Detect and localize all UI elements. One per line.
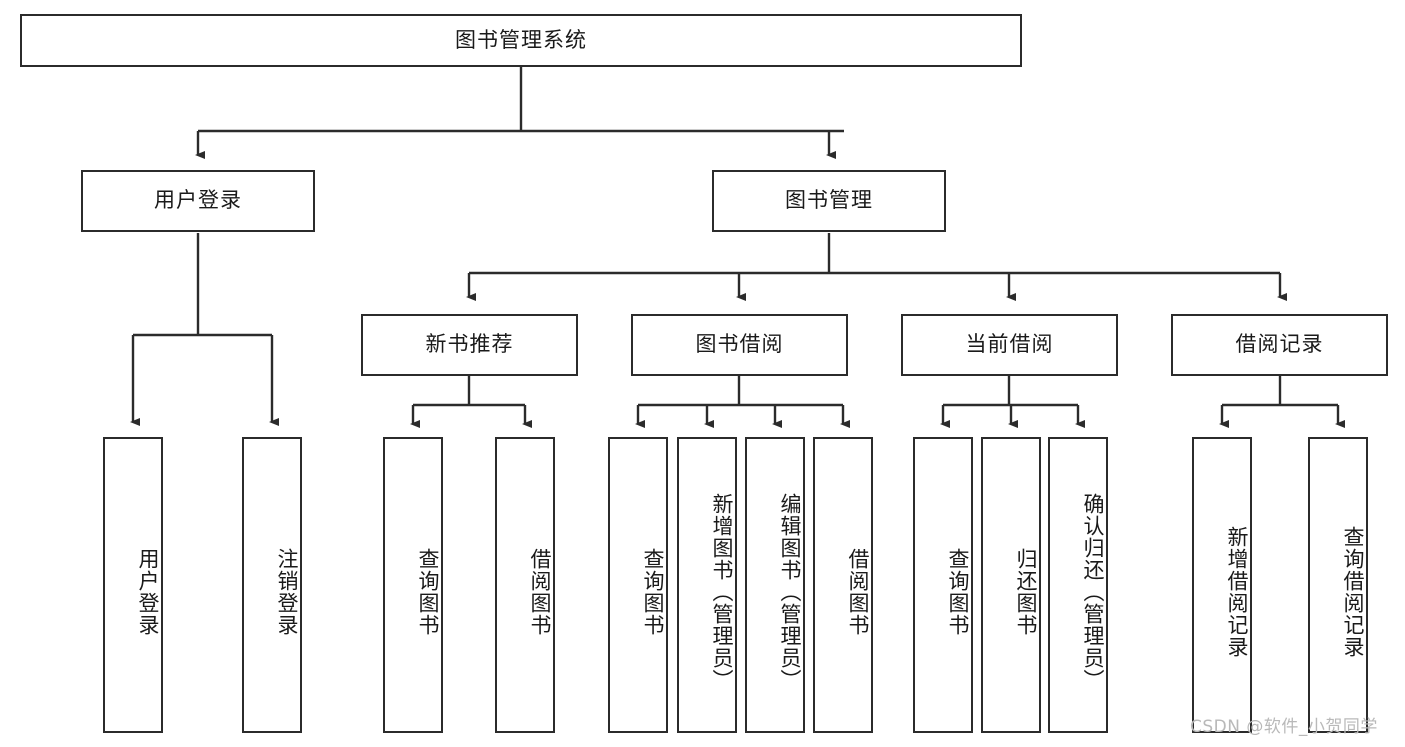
node-label: 图书借阅 — [695, 332, 784, 357]
leaf-user-login-login[interactable]: 用户登录 — [103, 437, 163, 733]
node-label: 查询图书 — [946, 548, 970, 636]
node-book-borrow[interactable]: 图书借阅 — [631, 314, 848, 376]
leaf-user-login-logout[interactable]: 注销登录 — [242, 437, 302, 733]
node-label: 借阅记录 — [1235, 332, 1324, 357]
node-label: 归还图书 — [1014, 548, 1038, 636]
node-label: 当前借阅 — [965, 332, 1054, 357]
leaf-new-book-query[interactable]: 查询图书 — [383, 437, 443, 733]
leaf-book-borrow-borrow[interactable]: 借阅图书 — [813, 437, 873, 733]
node-user-login[interactable]: 用户登录 — [81, 170, 315, 232]
node-root-system[interactable]: 图书管理系统 — [20, 14, 1022, 67]
leaf-current-borrow-query[interactable]: 查询图书 — [913, 437, 973, 733]
node-label: 确认归还（管理员） — [1081, 493, 1105, 691]
node-label: 注销登录 — [275, 548, 299, 636]
node-label: 借阅图书 — [846, 548, 870, 636]
node-label: 用户登录 — [154, 188, 242, 213]
node-new-book-recommend[interactable]: 新书推荐 — [361, 314, 578, 376]
node-label: 查询借阅记录 — [1341, 526, 1365, 658]
node-label: 用户登录 — [136, 548, 160, 636]
node-borrow-record[interactable]: 借阅记录 — [1171, 314, 1388, 376]
leaf-current-borrow-return[interactable]: 归还图书 — [981, 437, 1041, 733]
leaf-current-borrow-confirm[interactable]: 确认归还（管理员） — [1048, 437, 1108, 733]
node-label: 查询图书 — [416, 548, 440, 636]
leaf-new-book-borrow[interactable]: 借阅图书 — [495, 437, 555, 733]
leaf-book-borrow-edit[interactable]: 编辑图书（管理员） — [745, 437, 805, 733]
node-label: 查询图书 — [641, 548, 665, 636]
leaf-borrow-record-query[interactable]: 查询借阅记录 — [1308, 437, 1368, 733]
leaf-book-borrow-add[interactable]: 新增图书（管理员） — [677, 437, 737, 733]
node-current-borrow[interactable]: 当前借阅 — [901, 314, 1118, 376]
node-label: 编辑图书（管理员） — [778, 493, 802, 691]
node-book-manage[interactable]: 图书管理 — [712, 170, 946, 232]
node-label: 借阅图书 — [528, 548, 552, 636]
node-label: 新增图书（管理员） — [710, 493, 734, 691]
node-label: 新书推荐 — [425, 332, 514, 357]
leaf-borrow-record-add[interactable]: 新增借阅记录 — [1192, 437, 1252, 733]
watermark-text: CSDN @软件_小贺同学 — [1190, 717, 1378, 737]
node-label: 图书管理 — [785, 188, 873, 213]
node-label: 图书管理系统 — [455, 27, 587, 52]
node-label: 新增借阅记录 — [1225, 526, 1249, 658]
leaf-book-borrow-query[interactable]: 查询图书 — [608, 437, 668, 733]
